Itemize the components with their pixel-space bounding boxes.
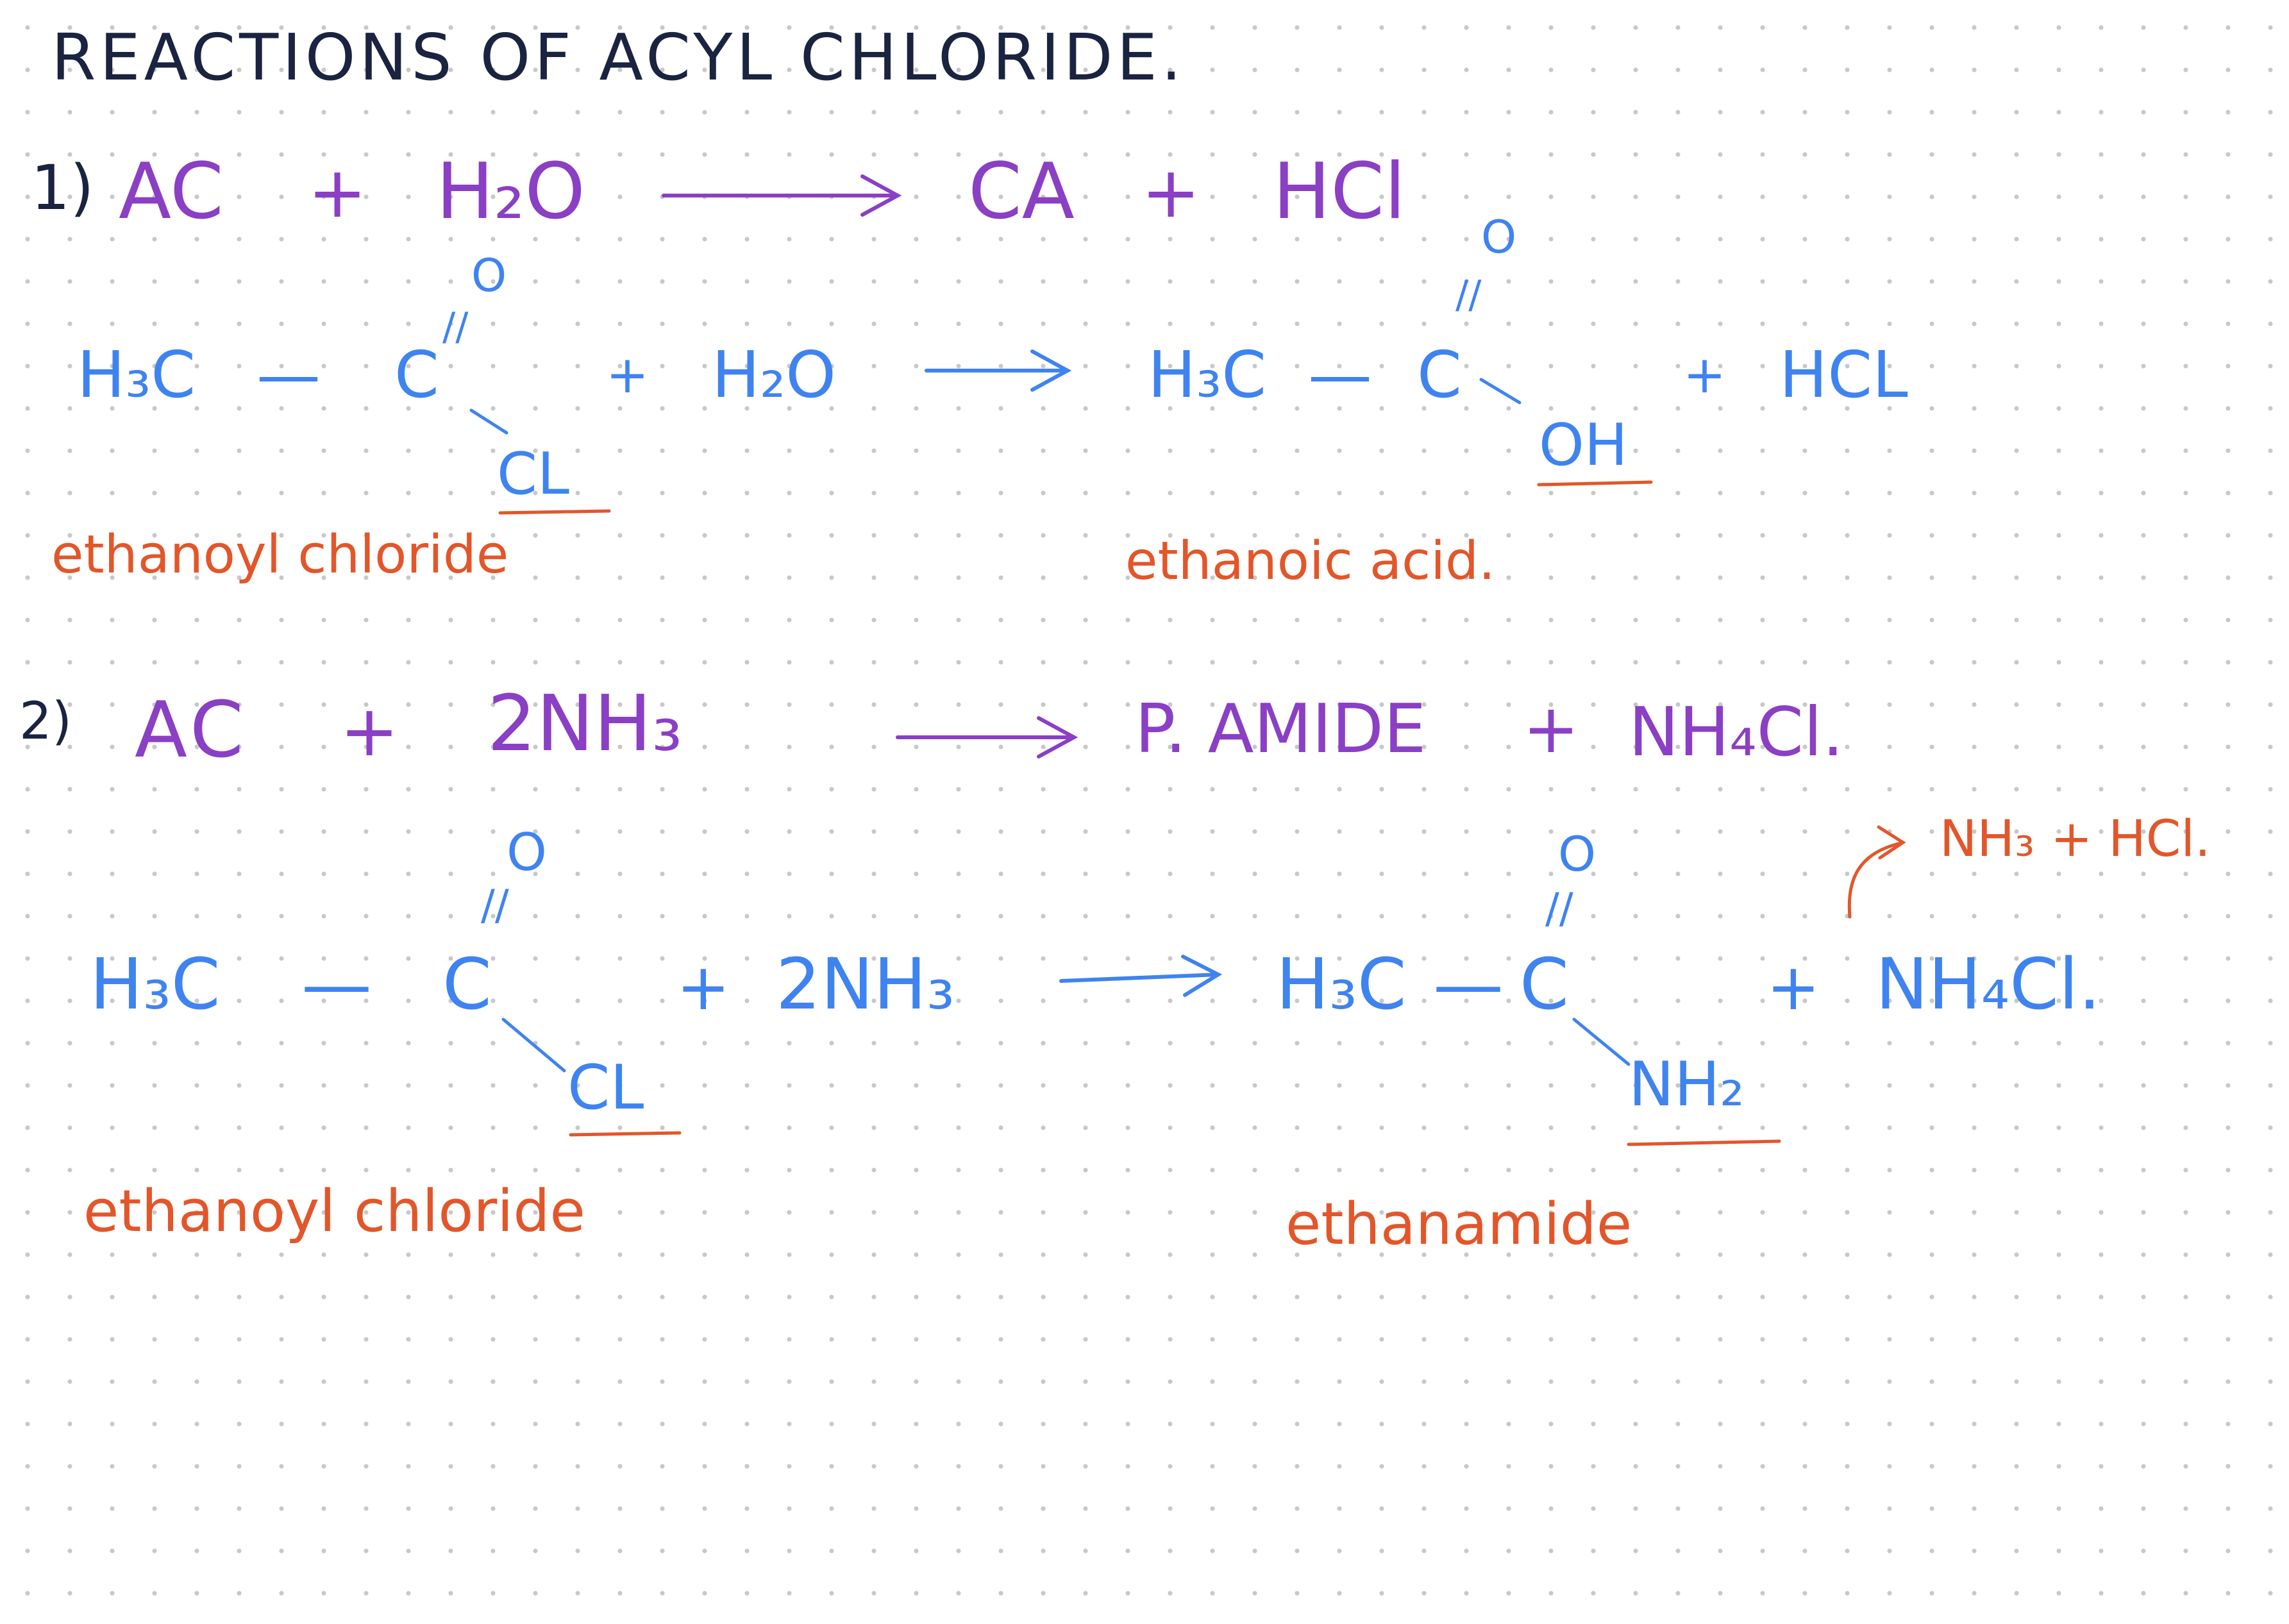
reaction1-product-bond: — xyxy=(1308,337,1372,412)
reaction2-general-plus2: + xyxy=(1523,690,1579,768)
reaction1-product-methyl: H₃C xyxy=(1148,337,1267,412)
reaction1-product-double-bond: // xyxy=(1455,272,1482,317)
reaction2-double-bond: // xyxy=(481,882,509,930)
decomposition-note: NH₃ + HCl. xyxy=(1940,810,2211,868)
reaction1-product-carbon: C xyxy=(1417,337,1462,412)
reaction1-general-plus2: + xyxy=(1141,151,1201,233)
reaction1-hydroxyl: OH xyxy=(1539,412,1628,479)
reaction2-product-name: ethanamide xyxy=(1286,1191,1632,1258)
reaction1-plus1: + xyxy=(606,345,650,405)
reaction1-water: H₂O xyxy=(712,337,836,412)
reaction2-general-arrow xyxy=(896,716,1078,758)
reaction2-product-double-bond: // xyxy=(1545,885,1573,933)
reaction1-general-product1: CA xyxy=(968,147,1075,237)
reaction1-carbonyl-carbon: C xyxy=(394,337,439,412)
reaction2-plus2: + xyxy=(1766,950,1820,1025)
reaction2-ammonia: 2NH₃ xyxy=(776,943,955,1025)
reaction2-plus1: + xyxy=(676,950,730,1025)
reaction2-general-product1: P. AMIDE xyxy=(1135,690,1427,768)
reaction2-product-bond: — xyxy=(1433,943,1504,1025)
reaction1-underlines xyxy=(498,480,1653,515)
reaction1-general-reactant1: AC xyxy=(119,147,224,237)
reaction1-hcl: HCL xyxy=(1779,337,1908,412)
reaction1-carbon-bond: — xyxy=(256,337,321,412)
reaction1-plus2: + xyxy=(1683,345,1727,405)
reaction2-structural-arrow xyxy=(1059,955,1223,997)
reaction2-carbonyl-carbon: C xyxy=(442,943,492,1025)
reaction2-carbonyl-oxygen: O xyxy=(507,823,547,882)
reaction2-general-plus1: + xyxy=(340,690,399,772)
reaction2-single-bonds xyxy=(501,1017,1631,1073)
reaction1-product-oxygen: O xyxy=(1481,211,1517,264)
reaction2-general-product2: NH₄Cl. xyxy=(1629,693,1844,771)
reaction2-product-methyl: H₃C xyxy=(1276,943,1407,1025)
reaction2-underlines xyxy=(569,1131,1781,1146)
reaction1-general-product2: HCl xyxy=(1273,147,1406,237)
reaction1-single-bonds xyxy=(469,378,1522,435)
reaction2-amine-group: NH₂ xyxy=(1629,1050,1745,1120)
reaction1-structural-arrow xyxy=(925,349,1072,392)
reaction1-general-reactant2: H₂O xyxy=(436,147,585,237)
reaction1-reactant-name: ethanoyl chloride xyxy=(51,524,509,585)
reaction2-chlorine: CL xyxy=(567,1053,644,1123)
reaction1-double-bond: // xyxy=(442,305,469,349)
reaction2-product-oxygen: O xyxy=(1558,826,1597,882)
reaction1-chlorine: CL xyxy=(497,440,569,508)
reaction1-carbonyl-oxygen: O xyxy=(471,249,507,302)
reaction2-product-carbon: C xyxy=(1520,943,1569,1025)
reaction1-methyl-group: H₃C xyxy=(77,337,196,412)
reaction1-product-name: ethanoic acid. xyxy=(1125,531,1496,592)
reaction1-number: 1) xyxy=(31,152,94,224)
reaction1-general-plus1: + xyxy=(308,151,367,233)
reaction2-general-reactant1: AC xyxy=(135,686,247,775)
reaction2-ammonium-chloride: NH₄Cl. xyxy=(1875,943,2101,1025)
reaction2-carbon-bond: — xyxy=(301,943,372,1025)
reaction2-general-reactant2: 2NH₃ xyxy=(487,680,683,769)
page-title: REACTIONS OF ACYL CHLORIDE. xyxy=(51,20,1186,95)
decomposition-curved-arrow xyxy=(1847,825,1906,919)
reaction2-reactant-name: ethanoyl chloride xyxy=(83,1178,585,1245)
reaction2-methyl-group: H₃C xyxy=(90,943,221,1025)
reaction1-general-arrow xyxy=(662,174,902,217)
reaction2-number: 2) xyxy=(19,691,72,751)
